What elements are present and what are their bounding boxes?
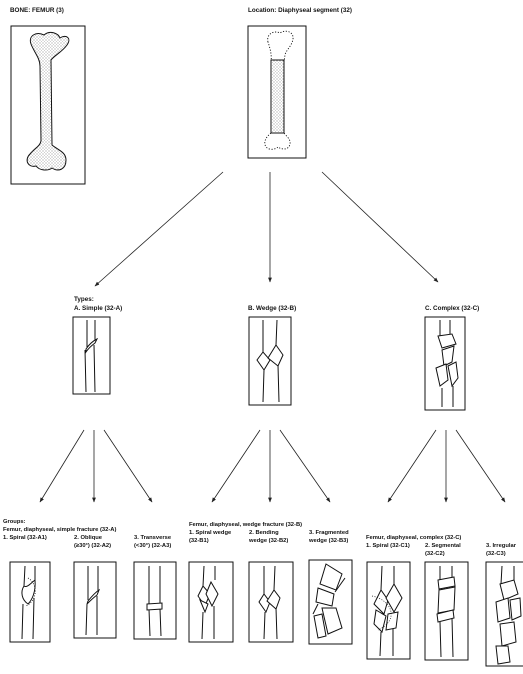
group-b3-fragmented-wedge-panel (308, 559, 353, 645)
group-a2-oblique-panel (73, 561, 117, 639)
type-to-group-arrows (39, 429, 506, 503)
group-c1-label: 1. Spiral (32-C1) (366, 543, 410, 549)
group-b2-bending-wedge-panel (248, 561, 294, 643)
location-to-type-arrows (94, 171, 439, 287)
groups-heading: Groups: (3, 519, 26, 525)
group-c-title: Femur, diaphyseal, complex (32-C) (366, 535, 461, 541)
diaphyseal-segment-illustration (264, 30, 294, 150)
group-b3-label-line1: 3. Fragmented (309, 530, 349, 536)
group-a1-spiral-panel (9, 561, 51, 643)
diaphyseal-segment-panel (247, 25, 307, 159)
group-b2-label-line2: wedge (32-B2) (248, 538, 288, 544)
group-b2-label-line1: 2. Bending (249, 530, 279, 536)
group-b3-label-line2: wedge (32-B3) (308, 538, 348, 544)
group-a3-transverse-panel (133, 561, 177, 640)
group-a1-label: 1. Spiral (32-A1) (3, 535, 47, 541)
group-b1-label-line1: 1. Spiral wedge (189, 530, 232, 536)
type-c-label: C. Complex (32-C) (425, 305, 479, 312)
type-c-complex-panel (424, 316, 466, 411)
group-a3-label-line2: (<30°) (32-A3) (134, 543, 171, 549)
group-c3-label-line2: (32-C3) (486, 551, 506, 557)
group-c3-irregular-panel (485, 561, 523, 667)
bone-label: BONE: FEMUR (3) (10, 7, 64, 14)
group-b1-spiral-wedge-panel (188, 561, 234, 643)
type-a-simple-panel (72, 316, 111, 395)
group-c2-label-line1: 2. Segmental (425, 543, 461, 549)
group-a2-label-line1: 2. Oblique (74, 535, 103, 541)
type-b-wedge-panel (248, 316, 292, 406)
group-c3-label-line1: 3. Irregular (486, 543, 517, 549)
type-a-label: A. Simple (32-A) (74, 305, 122, 312)
type-b-label: B. Wedge (32-B) (248, 305, 296, 312)
group-a3-label-line1: 3. Transverse (134, 535, 172, 541)
femur-panel (10, 25, 86, 185)
group-a2-label-line2: (≥30°) (32-A2) (74, 543, 111, 549)
group-b-title: Femur, diaphyseal, wedge fracture (32-B) (189, 522, 302, 528)
location-label: Location: Diaphyseal segment (32) (248, 7, 352, 14)
group-a-title: Femur, diaphyseal, simple fracture (32-A… (3, 527, 116, 533)
group-c2-label-line2: (32-C2) (425, 551, 445, 557)
group-c1-spiral-panel (366, 561, 411, 660)
femur-bone-illustration (26, 31, 70, 171)
group-c2-segmental-panel (424, 561, 469, 661)
group-b1-label-line2: (32-B1) (189, 538, 209, 544)
types-heading: Types: (74, 296, 94, 303)
